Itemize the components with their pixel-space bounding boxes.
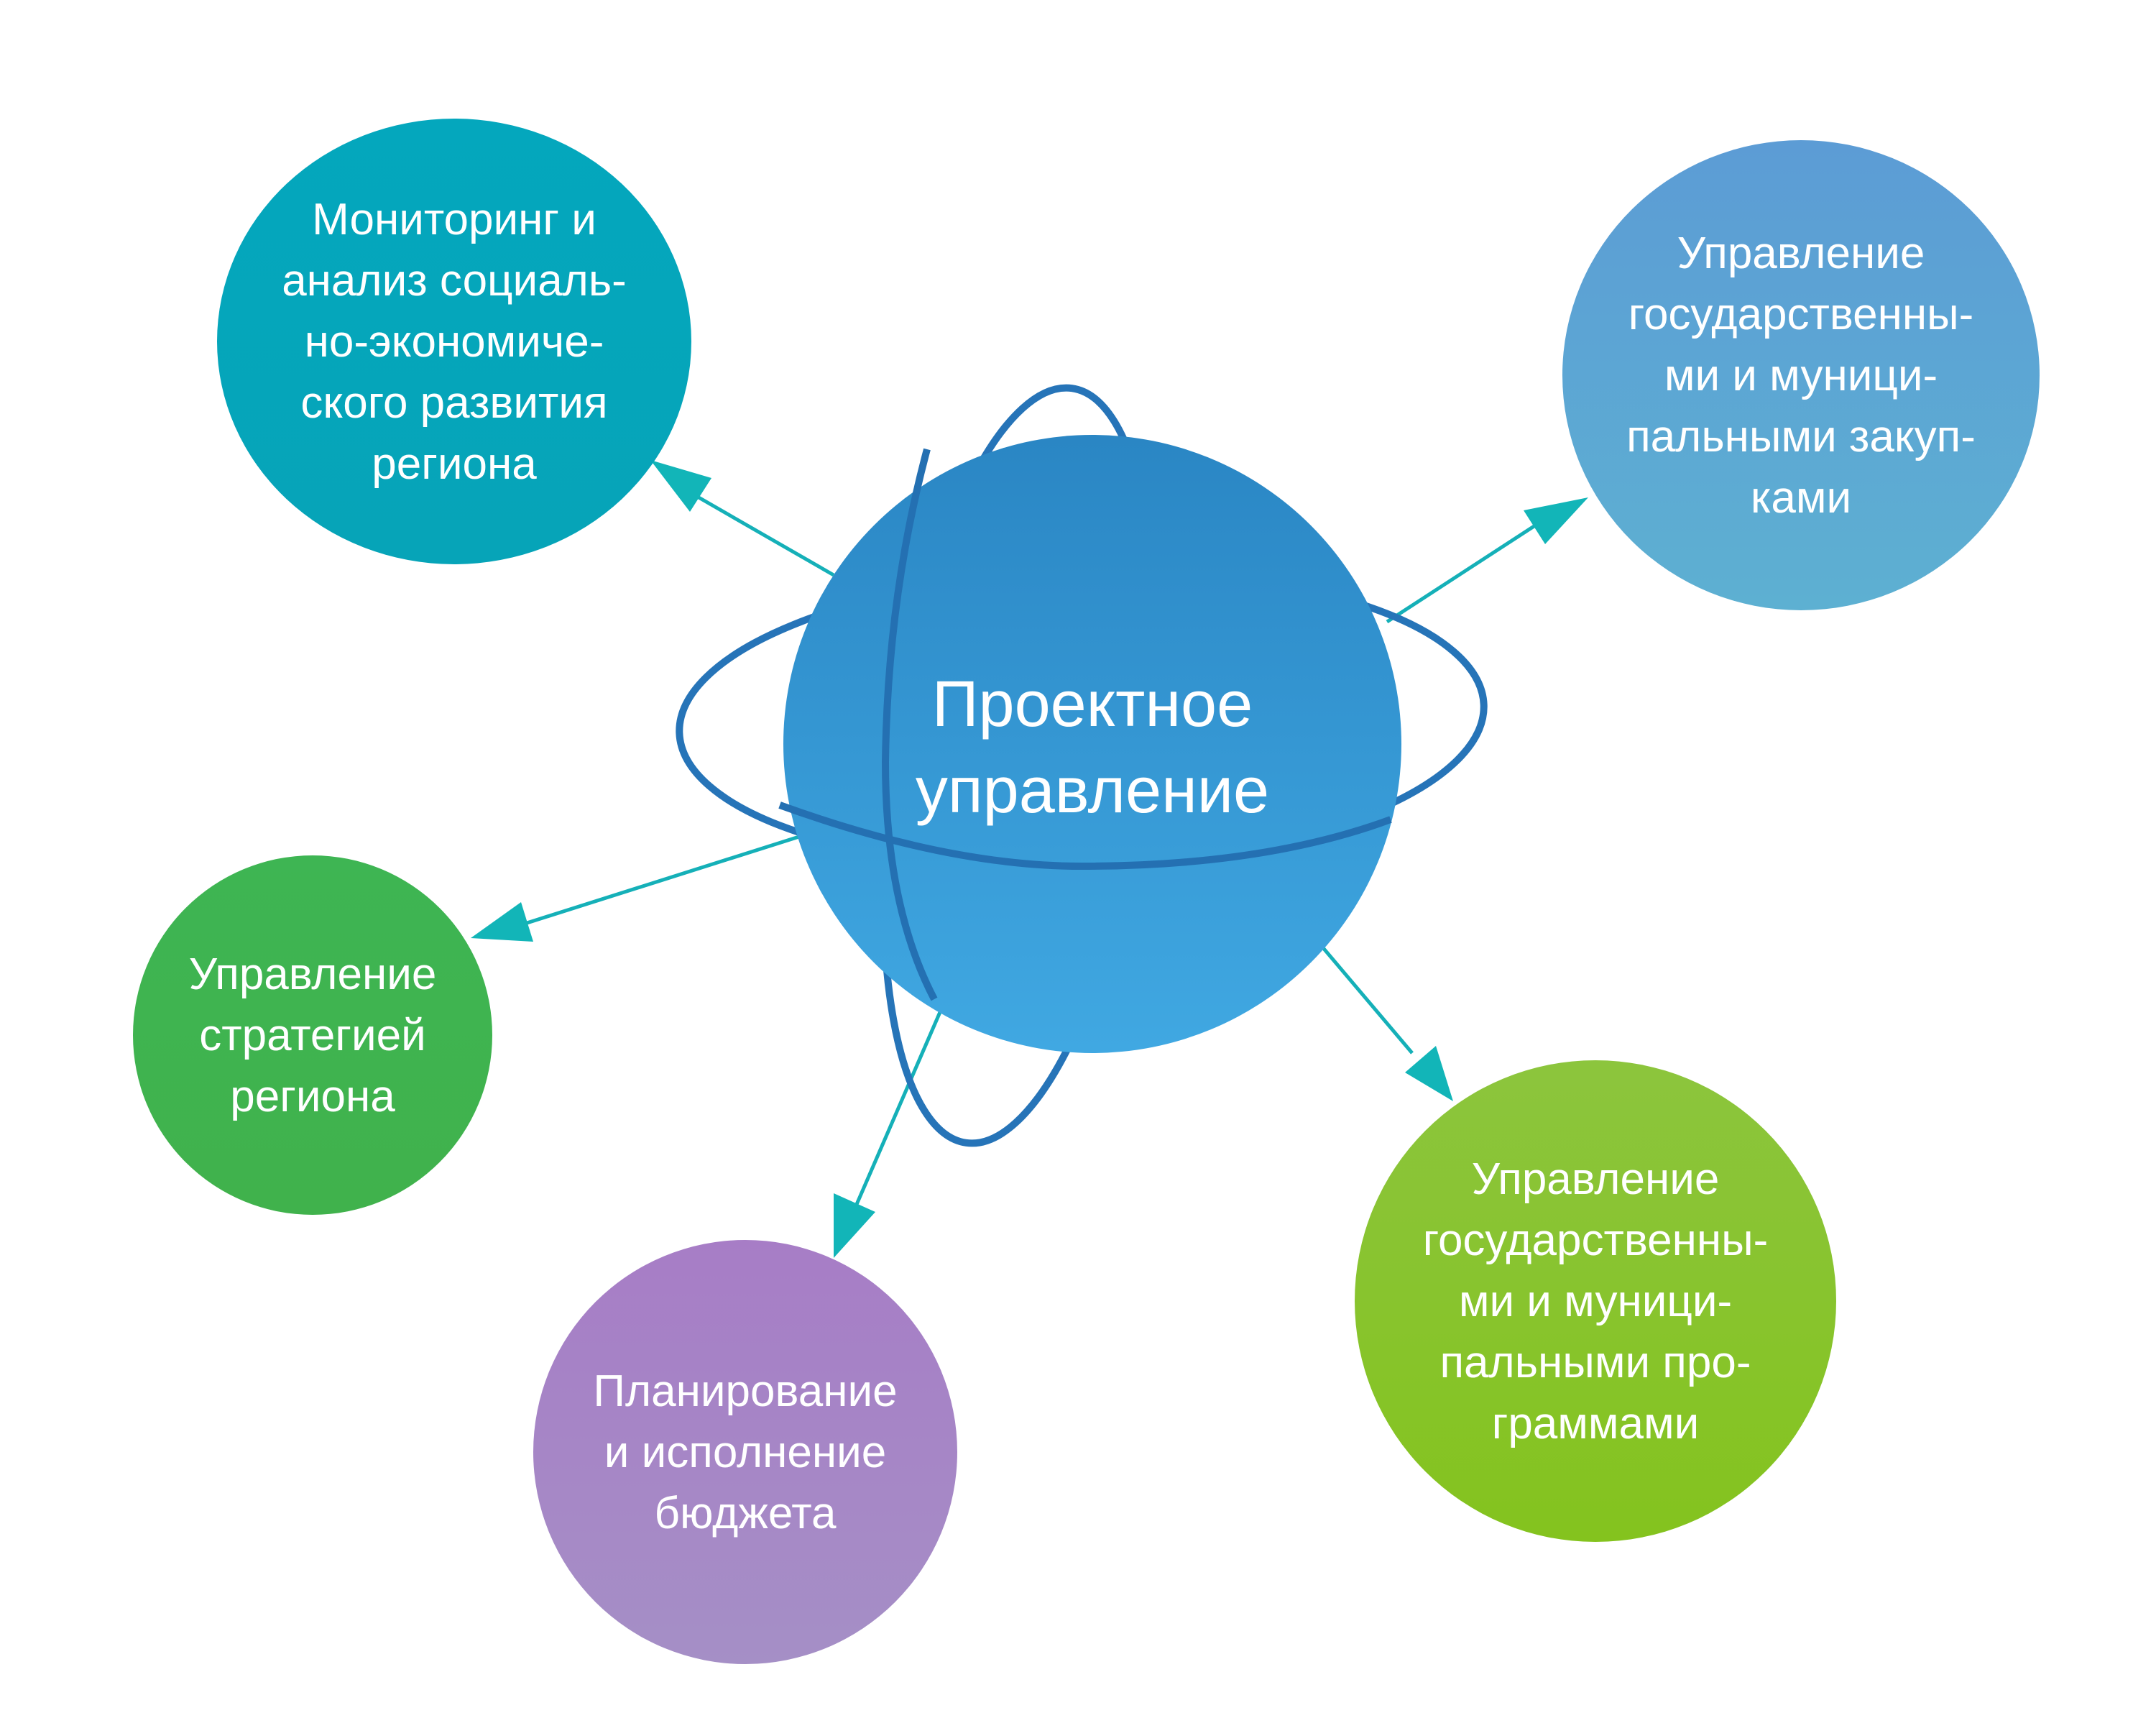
center-label: Проектное управление (791, 651, 1394, 845)
node-procurement-line-5: ками (1750, 472, 1852, 523)
node-budget-line-2: и исполнение (604, 1427, 887, 1477)
node-budget-line-3: бюджета (654, 1488, 837, 1538)
node-procurement-line-2: государственны- (1628, 289, 1974, 339)
arrow-to-programs (1319, 944, 1453, 1101)
node-strategy-line-1: Управление (188, 949, 437, 999)
node-programs-line-3: ми и муници- (1458, 1276, 1733, 1326)
node-strategy: Управление стратегией региона (133, 855, 492, 1215)
node-procurement-line-1: Управление (1677, 228, 1925, 278)
node-programs-line-5: граммами (1491, 1398, 1700, 1448)
node-programs-line-2: государственны- (1422, 1215, 1769, 1265)
center-label-line-1: Проектное (931, 669, 1253, 740)
center-sphere (783, 435, 1401, 1053)
node-programs: Управление государственны- ми и муници- … (1355, 1060, 1836, 1542)
node-monitoring: Мониторинг и анализ социаль- но-экономич… (217, 119, 691, 564)
node-procurement-line-4: пальными закуп- (1626, 411, 1976, 461)
node-procurement: Управление государственны- ми и муници- … (1562, 140, 2040, 610)
node-procurement-line-3: ми и муници- (1664, 350, 1938, 400)
orbit-front (778, 448, 1392, 1001)
arrow-to-monitoring (650, 460, 835, 577)
arrow-to-procurement (1386, 497, 1588, 624)
node-monitoring-line-2: анализ социаль- (282, 255, 627, 306)
connector-arrows (471, 460, 1588, 1258)
node-monitoring-line-3: но-экономиче- (304, 316, 604, 367)
node-monitoring-line-1: Мониторинг и (312, 194, 596, 244)
node-programs-line-4: пальными про- (1439, 1337, 1751, 1387)
arrow-to-strategy (471, 834, 802, 942)
node-strategy-line-3: региона (230, 1071, 395, 1121)
node-programs-line-1: Управление (1471, 1154, 1720, 1204)
node-budget-line-1: Планирование (593, 1366, 898, 1416)
node-monitoring-line-5: региона (372, 438, 537, 489)
node-monitoring-line-4: ского развития (300, 377, 608, 428)
arrow-to-budget (834, 1011, 942, 1258)
node-budget: Планирование и исполнение бюджета (533, 1240, 957, 1664)
node-strategy-line-2: стратегией (199, 1010, 426, 1060)
center-label-line-2: управление (915, 755, 1270, 827)
